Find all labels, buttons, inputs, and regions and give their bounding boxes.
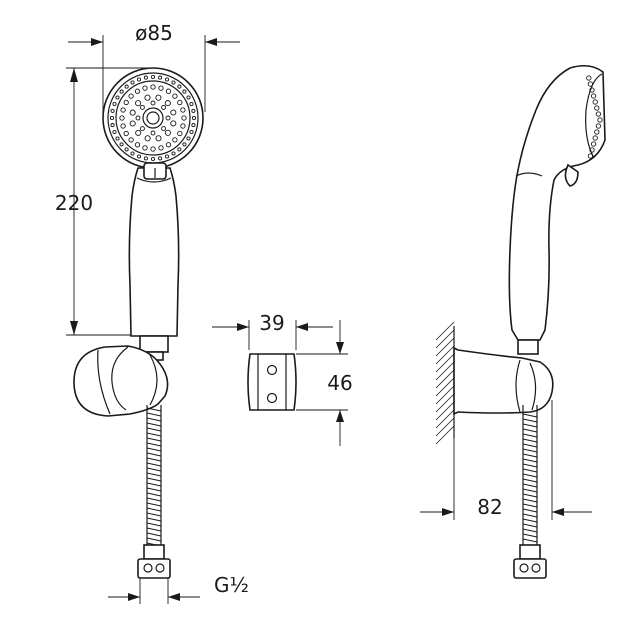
holder-body <box>247 353 297 411</box>
handle-side <box>508 64 606 355</box>
height-label: 220 <box>55 191 93 215</box>
hose-front <box>137 405 171 579</box>
shower-head-front <box>102 67 204 169</box>
wall-holder-side <box>453 346 554 416</box>
holder-width-dimension: 39 <box>212 311 333 350</box>
side-view: 82 <box>420 64 606 579</box>
front-view: ø85 220 <box>55 21 249 604</box>
thread-label: G½ <box>214 573 249 597</box>
diameter-label: ø85 <box>135 21 173 45</box>
holder-detail: 39 46 <box>212 311 353 446</box>
projection-label: 82 <box>477 495 502 519</box>
wall-holder-front <box>73 345 169 417</box>
projection-dimension: 82 <box>420 400 592 520</box>
holder-width-label: 39 <box>259 311 284 335</box>
holder-height-dimension: 46 <box>296 320 353 446</box>
hose-side <box>513 405 547 579</box>
holder-height-label: 46 <box>327 371 352 395</box>
thread-dimension: G½ <box>108 573 249 604</box>
wall-hatch <box>435 321 455 445</box>
handle-front <box>128 162 180 361</box>
diameter-dimension: ø85 <box>68 21 240 112</box>
height-dimension: 220 <box>55 67 152 336</box>
